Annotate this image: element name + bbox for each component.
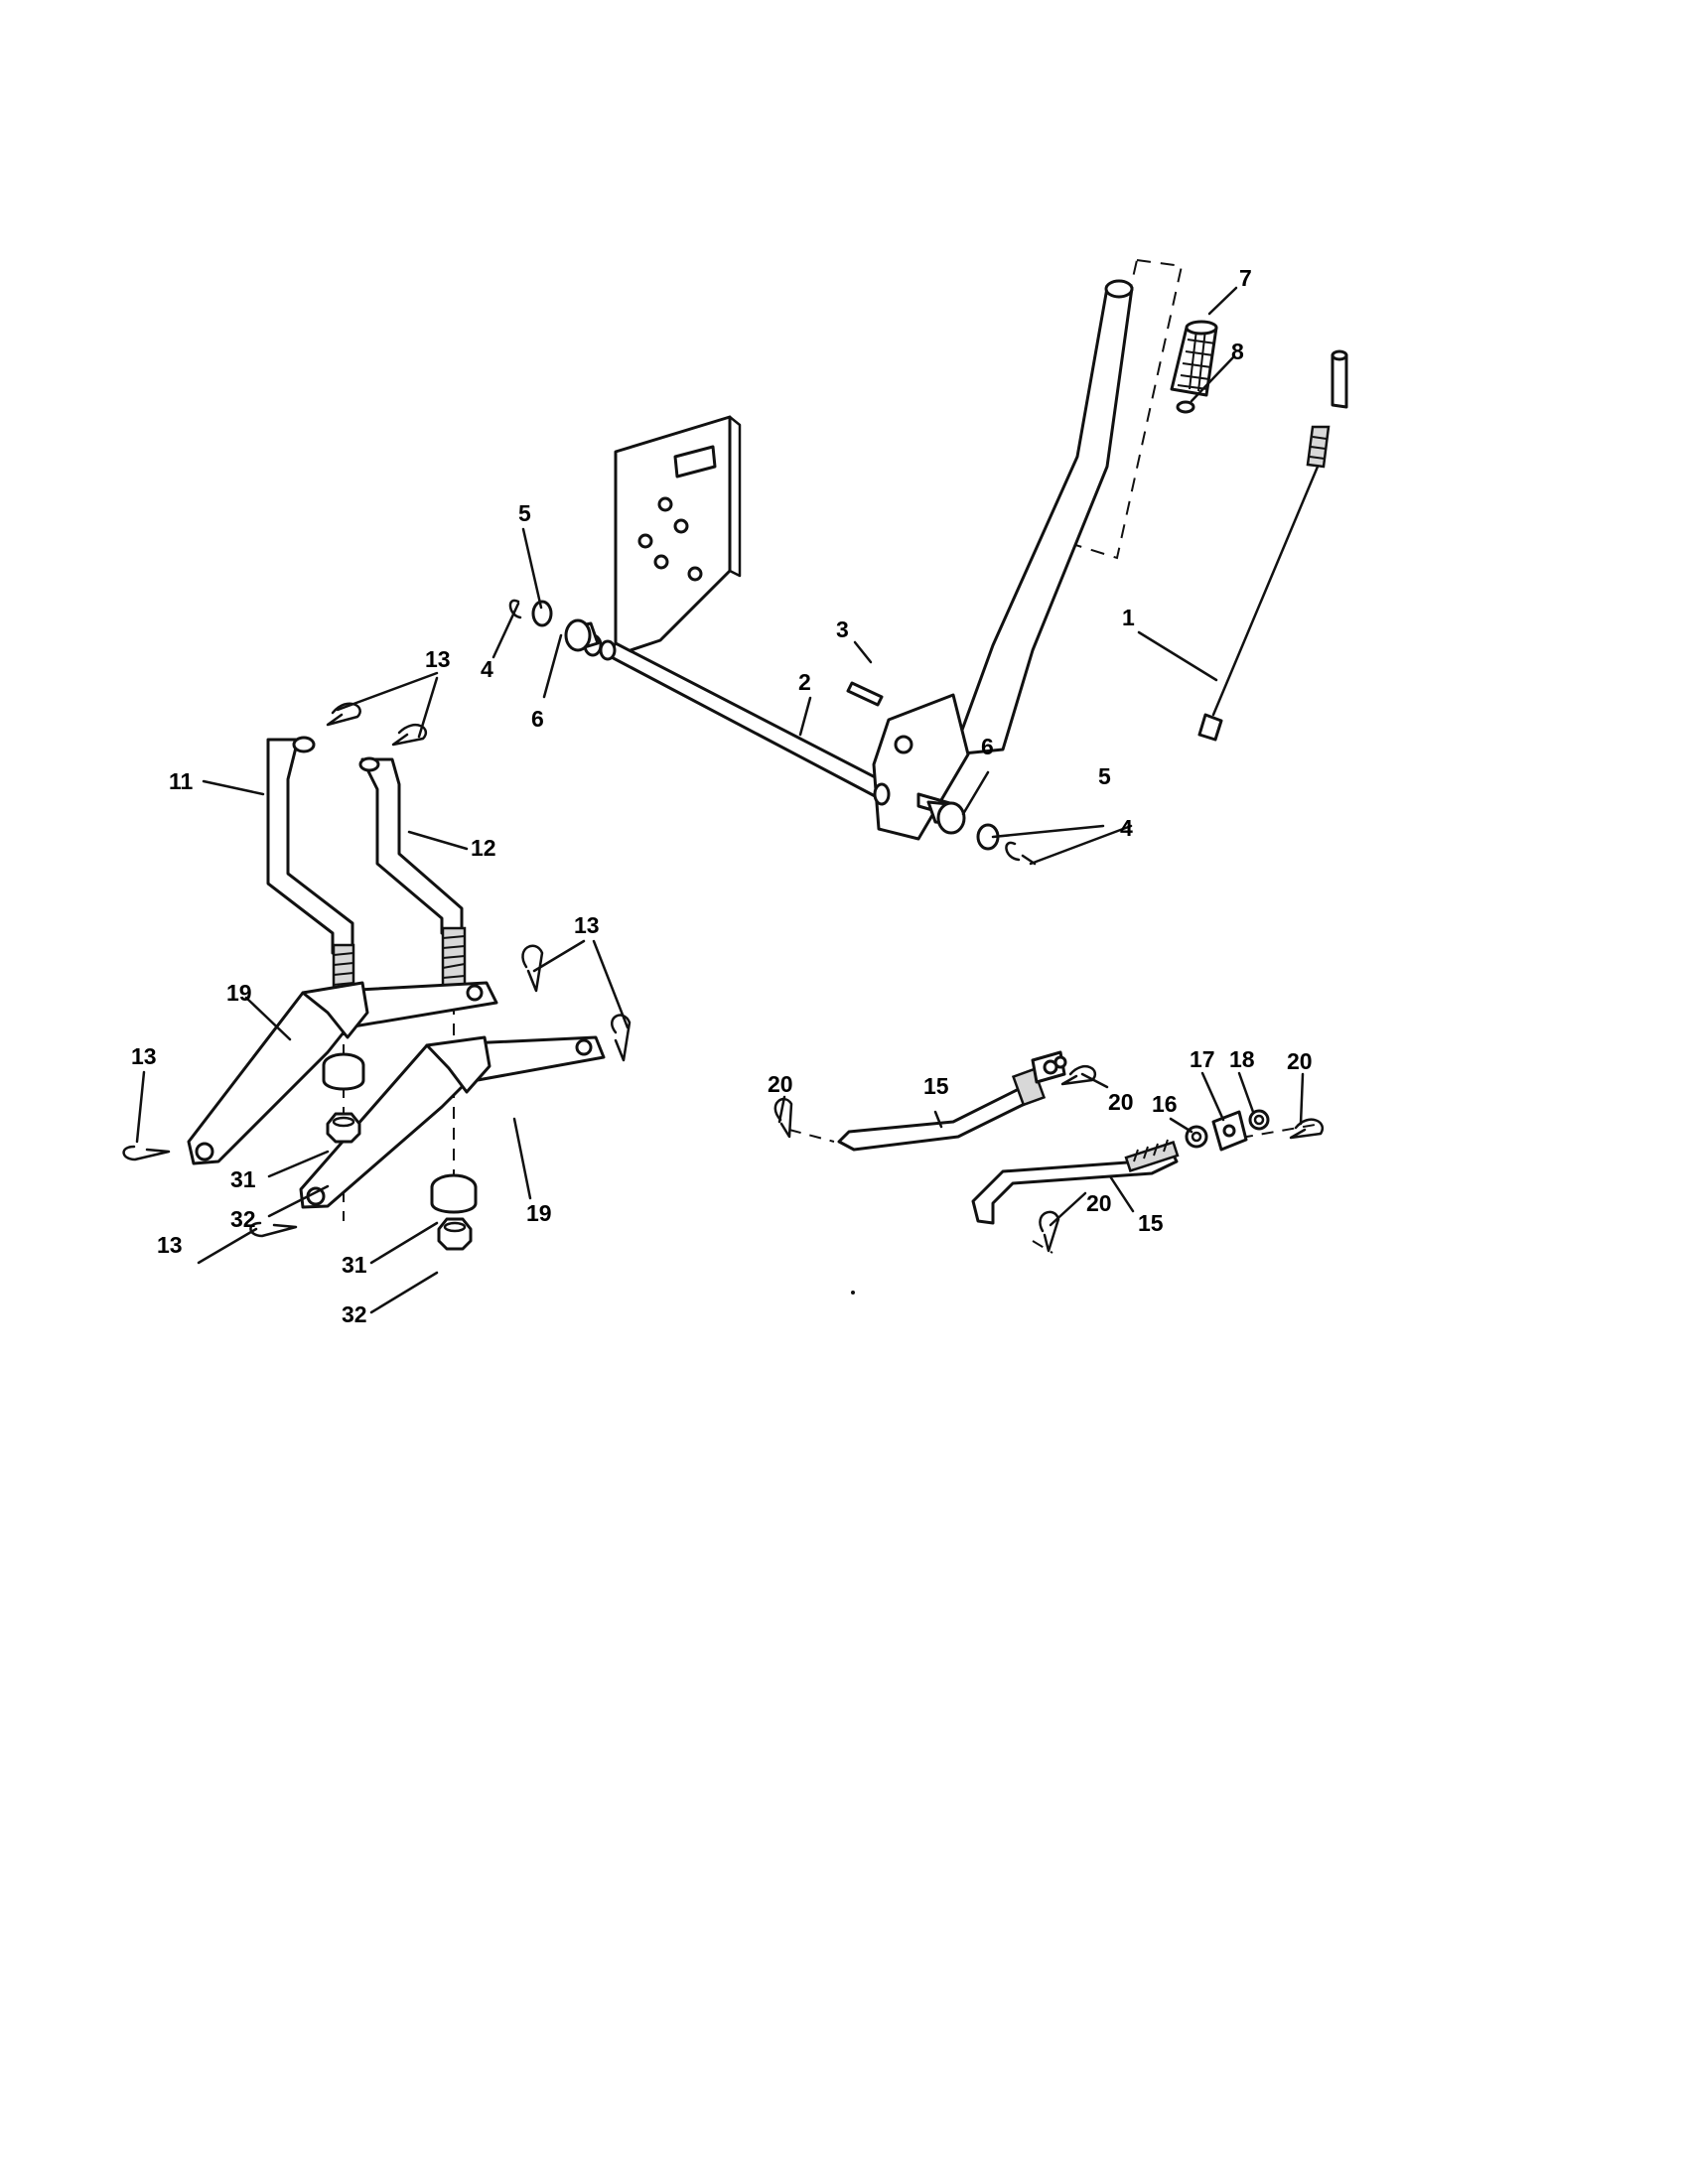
callout-11: 11 bbox=[169, 768, 194, 794]
nut-upper bbox=[326, 1112, 361, 1144]
callout-3: 3 bbox=[836, 616, 849, 642]
callout-15-upper: 15 bbox=[923, 1073, 949, 1099]
callout-20-left: 20 bbox=[768, 1071, 793, 1097]
callout-2: 2 bbox=[798, 669, 811, 695]
callout-5-right: 5 bbox=[1098, 763, 1111, 789]
callout-4-left: 4 bbox=[481, 656, 493, 682]
alignment-line-lower bbox=[1032, 1240, 1053, 1254]
callout-4-right: 4 bbox=[1120, 815, 1133, 841]
callout-31-upper: 31 bbox=[230, 1166, 256, 1192]
roll-pin bbox=[846, 681, 884, 707]
handle-grip bbox=[1170, 320, 1218, 397]
callout-32-upper: 32 bbox=[230, 1206, 256, 1232]
callout-19-lower: 19 bbox=[526, 1200, 552, 1226]
callout-20-lower: 20 bbox=[1086, 1190, 1112, 1216]
callout-1: 1 bbox=[1122, 605, 1135, 630]
cotter-clip bbox=[773, 1064, 1324, 1253]
callout-32-lower: 32 bbox=[342, 1301, 367, 1327]
callout-13-left: 13 bbox=[131, 1043, 157, 1069]
callout-13-top: 13 bbox=[425, 646, 451, 672]
lift-arm-lower bbox=[299, 1035, 606, 1209]
callout-7: 7 bbox=[1239, 265, 1252, 291]
handle-button bbox=[1176, 400, 1195, 414]
callout-6-left: 6 bbox=[531, 706, 544, 732]
callout-12: 12 bbox=[471, 835, 496, 861]
callout-20-right: 20 bbox=[1287, 1048, 1313, 1074]
alignment-line-rod bbox=[788, 1129, 835, 1143]
right-bushing-set bbox=[926, 800, 1037, 866]
callout-labels: 1 2 3 4 4 5 5 6 6 7 8 11 12 13 13 13 13 … bbox=[131, 265, 1313, 1327]
callout-18: 18 bbox=[1229, 1046, 1255, 1072]
callout-20-mid: 20 bbox=[1108, 1089, 1134, 1115]
callout-17: 17 bbox=[1190, 1046, 1215, 1072]
leader-lines bbox=[135, 286, 1305, 1314]
bushing-lower bbox=[430, 1173, 478, 1214]
callout-31-lower: 31 bbox=[342, 1252, 367, 1278]
lift-link-right bbox=[358, 756, 467, 1005]
alignment-line-ferrule bbox=[1240, 1123, 1322, 1139]
callout-8: 8 bbox=[1231, 339, 1244, 364]
lift-arm-upper bbox=[187, 981, 498, 1165]
callout-5-left: 5 bbox=[518, 500, 531, 526]
hairpin-clip bbox=[326, 702, 427, 747]
lift-cable bbox=[1197, 349, 1348, 742]
mounting-bracket bbox=[614, 415, 742, 657]
callout-13-bottom: 13 bbox=[157, 1232, 183, 1258]
ferrule-lock bbox=[1248, 1109, 1270, 1131]
callout-19-upper: 19 bbox=[226, 980, 252, 1006]
adjustment-rod-lower bbox=[971, 1139, 1180, 1225]
cross-shaft bbox=[583, 633, 891, 800]
adjustment-rod-upper bbox=[837, 1050, 1067, 1152]
callout-16: 16 bbox=[1152, 1091, 1178, 1117]
lift-link-left bbox=[266, 736, 355, 1002]
lift-handle bbox=[951, 279, 1134, 756]
callout-13-right: 13 bbox=[574, 912, 600, 938]
callout-15-lower: 15 bbox=[1138, 1210, 1164, 1236]
left-bushing-set bbox=[508, 599, 600, 652]
ferrule bbox=[1211, 1110, 1248, 1152]
callout-6-right: 6 bbox=[981, 734, 994, 759]
nut-lower bbox=[437, 1217, 473, 1251]
bushing-upper bbox=[322, 1052, 365, 1091]
stray-mark bbox=[851, 1291, 855, 1295]
